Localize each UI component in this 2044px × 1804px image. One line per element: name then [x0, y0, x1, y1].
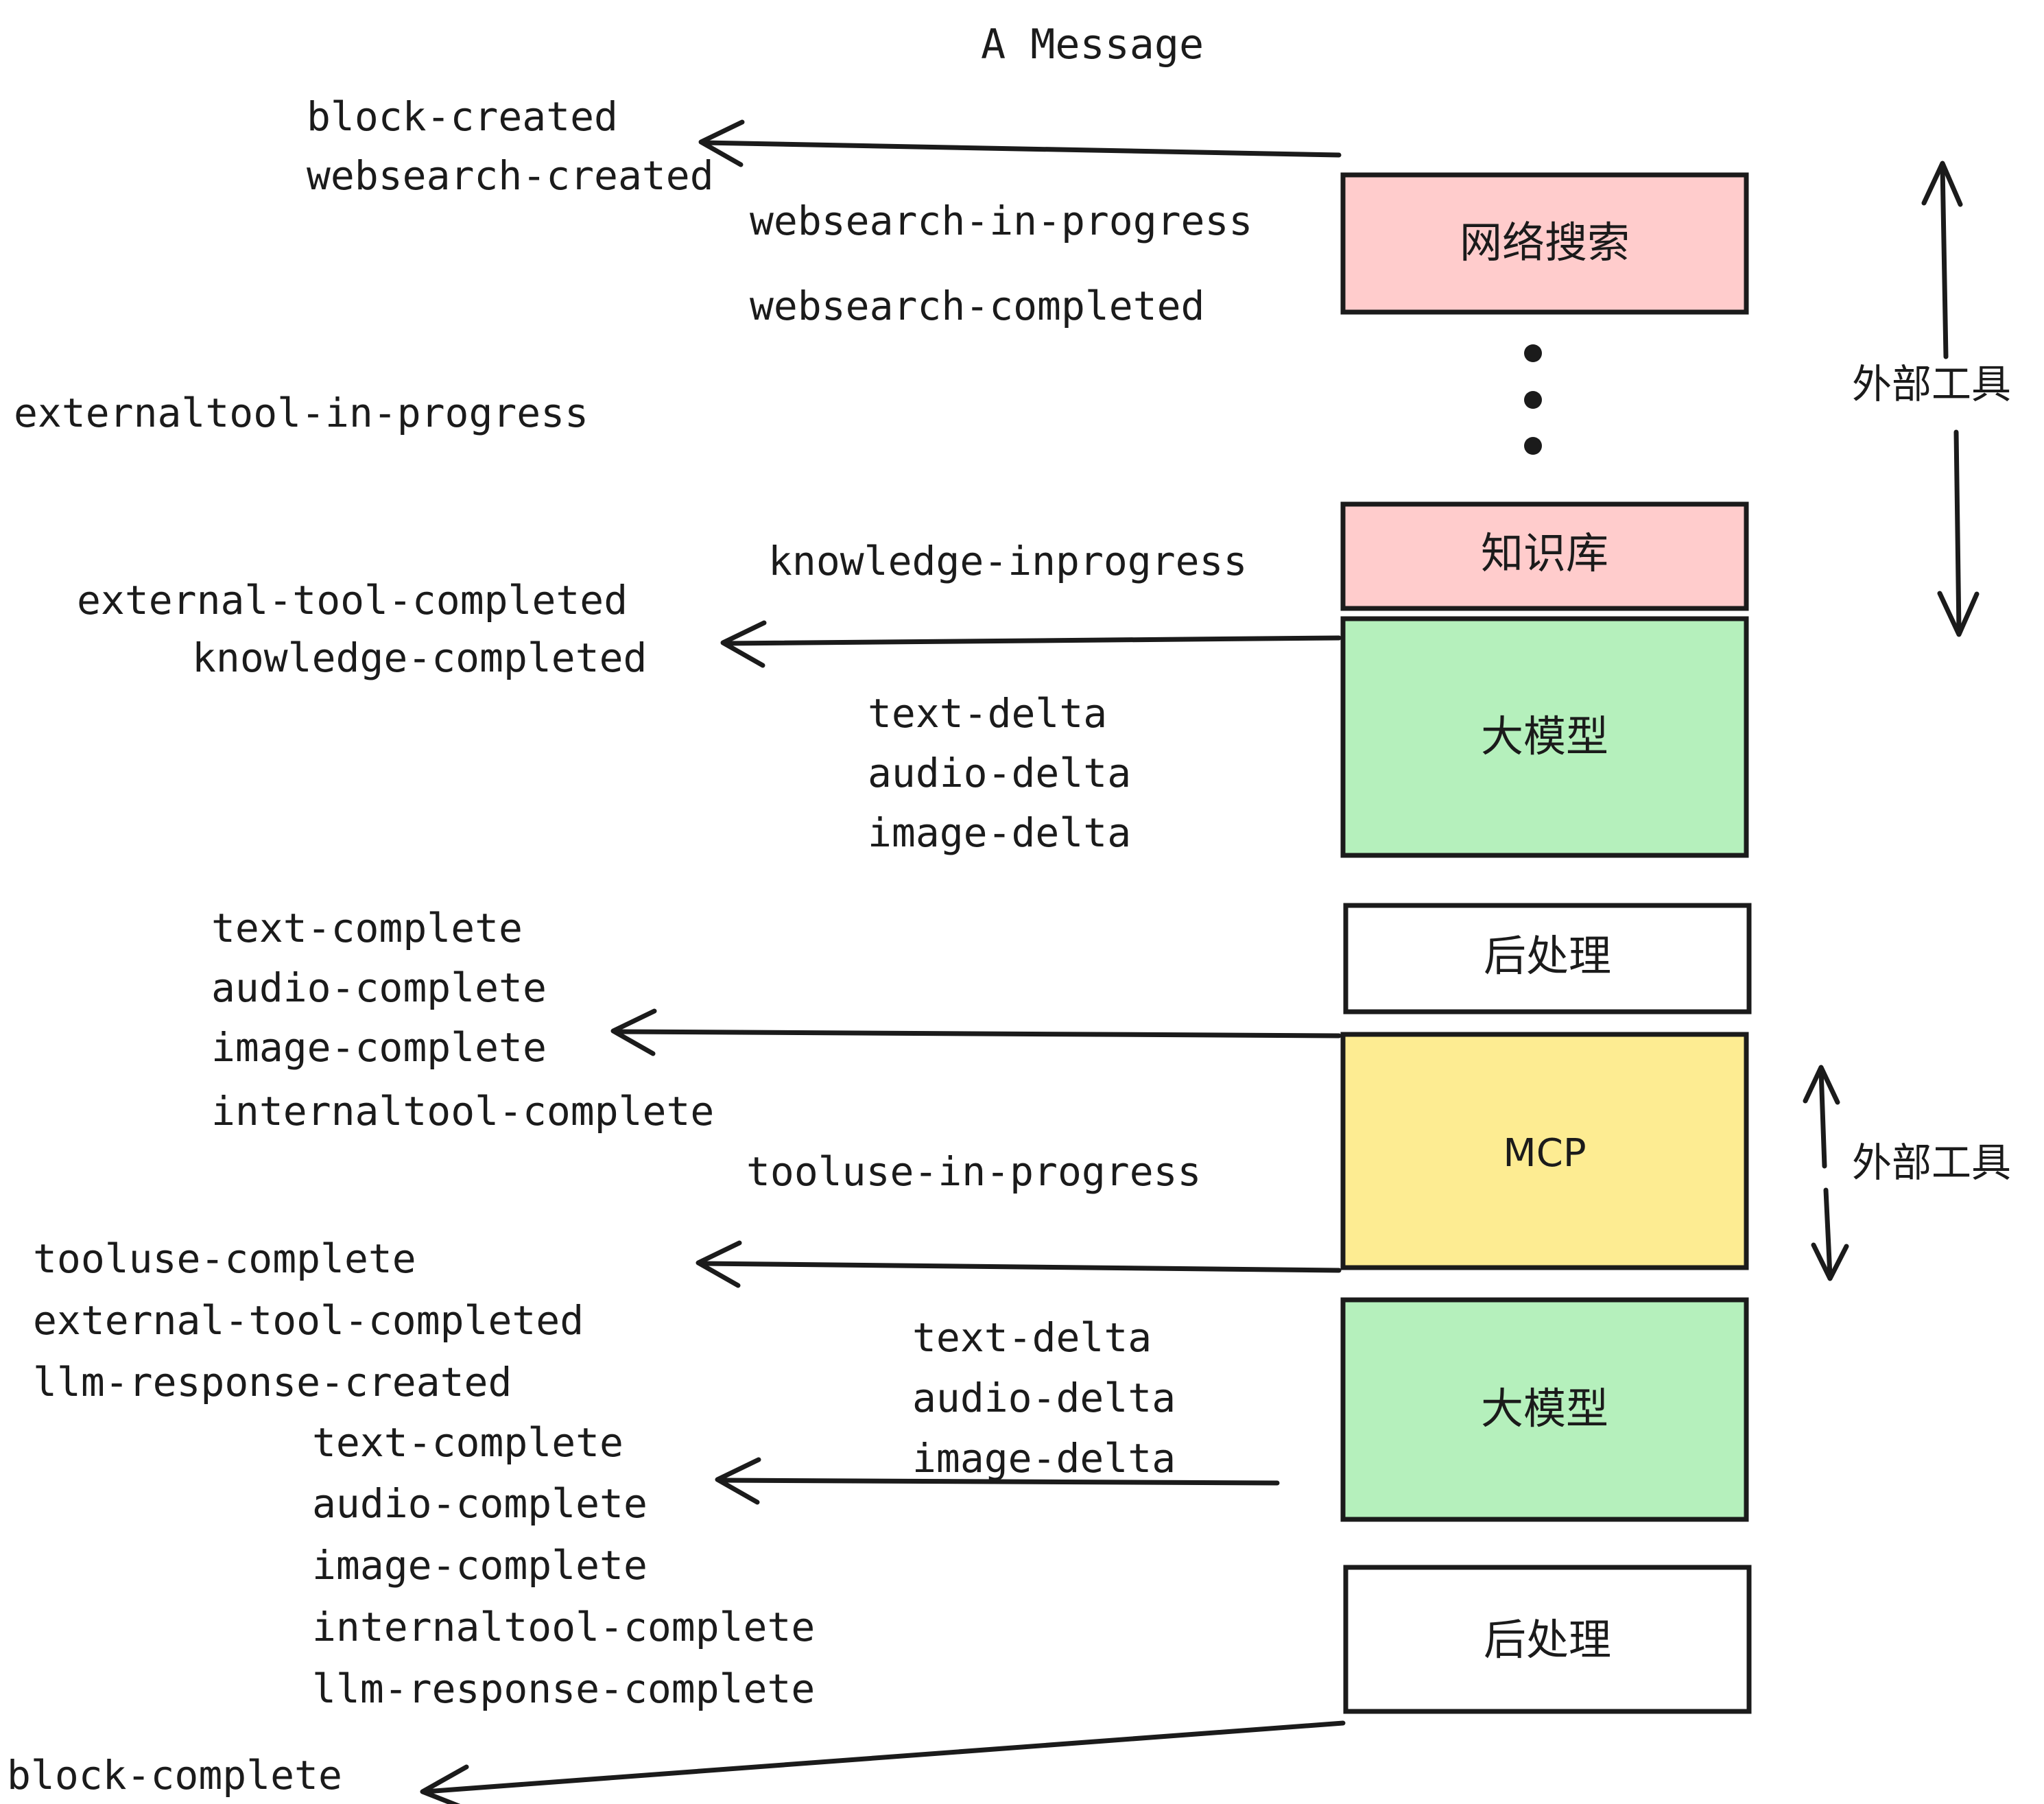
node-llm-top-label: 大模型	[1481, 711, 1608, 761]
external-tools-top-arrow	[1921, 161, 1980, 637]
event-tooluse-in-progress: tooluse-in-progress	[746, 1148, 1201, 1195]
event-image-complete-2: image-complete	[312, 1542, 647, 1589]
event-tooluse-complete: tooluse-complete	[33, 1235, 416, 1282]
event-audio-complete-1: audio-complete	[211, 964, 547, 1011]
event-internaltool-complete-1: internaltool-complete	[211, 1088, 714, 1135]
event-audio-delta-1: audio-delta	[868, 750, 1131, 796]
event-text-complete-2: text-complete	[312, 1419, 623, 1466]
arrow-mcp-to-tooluse-complete	[696, 1240, 1342, 1288]
event-external-tool-completed-2: external-tool-completed	[33, 1297, 584, 1344]
page-title: A Message	[981, 21, 1204, 69]
event-text-delta-1: text-delta	[868, 690, 1107, 737]
node-websearch-label: 网络搜索	[1460, 217, 1630, 268]
event-llm-response-created: llm-response-created	[33, 1359, 512, 1405]
event-external-tool-completed-1: external-tool-completed	[77, 577, 628, 624]
event-knowledge-inprogress: knowledge-inprogress	[768, 538, 1247, 584]
arrow-postprocess-top-to-image-complete	[610, 1008, 1342, 1056]
event-websearch-in-progress: websearch-in-progress	[750, 198, 1252, 244]
node-mcp-box	[1340, 1032, 1749, 1270]
event-audio-delta-2: audio-delta	[912, 1375, 1176, 1421]
event-block-complete: block-complete	[7, 1752, 342, 1799]
event-audio-complete-2: audio-complete	[312, 1480, 647, 1527]
event-image-complete-1: image-complete	[211, 1024, 547, 1071]
node-websearch-box	[1340, 172, 1749, 315]
node-postprocess-bottom-box	[1343, 1565, 1752, 1714]
arrow-knowledge-to-knowledge-completed	[720, 620, 1342, 668]
event-knowledge-completed: knowledge-completed	[192, 634, 647, 681]
event-text-delta-2: text-delta	[912, 1314, 1152, 1361]
event-block-created: block-created	[307, 93, 618, 140]
node-postprocess-top-label: 后处理	[1484, 931, 1611, 981]
node-postprocess-bottom-label: 后处理	[1484, 1615, 1611, 1665]
node-llm-top-box	[1340, 616, 1749, 858]
event-internaltool-complete-2: internaltool-complete	[312, 1604, 815, 1650]
node-mcp-label: MCP	[1503, 1131, 1586, 1176]
event-externaltool-in-progress: externaltool-in-progress	[14, 390, 589, 436]
event-text-complete-1: text-complete	[211, 905, 523, 951]
node-llm-bottom-box	[1340, 1297, 1749, 1522]
event-image-delta-1: image-delta	[868, 809, 1131, 856]
external-tools-bottom-arrow	[1803, 1065, 1849, 1281]
vertical-ellipsis-icon	[1524, 344, 1542, 455]
event-websearch-completed: websearch-completed	[750, 283, 1204, 329]
node-llm-bottom-label: 大模型	[1481, 1384, 1608, 1434]
node-knowledge-label: 知识库	[1481, 528, 1608, 578]
node-postprocess-top-box	[1343, 903, 1752, 1014]
external-tools-top-label: 外部工具	[1852, 361, 2011, 407]
event-image-delta-2: image-delta	[912, 1435, 1176, 1482]
arrow-postprocess-bottom-to-block-complete	[420, 1720, 1346, 1804]
event-websearch-created: websearch-created	[307, 152, 714, 199]
event-llm-response-complete: llm-response-complete	[312, 1665, 815, 1712]
arrow-llm-bottom-to-audio-complete	[715, 1457, 1280, 1505]
node-knowledge-box	[1340, 501, 1749, 611]
external-tools-bottom-label: 外部工具	[1852, 1139, 2011, 1186]
arrow-websearch-to-block-created	[698, 119, 1342, 167]
